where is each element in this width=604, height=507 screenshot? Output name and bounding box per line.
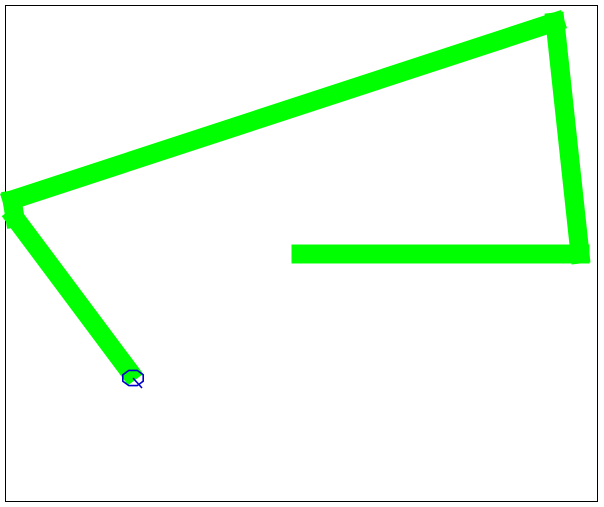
trail-segment — [0, 10, 567, 212]
trail-segment — [544, 11, 591, 265]
turtle-heading — [132, 377, 143, 389]
pen-trail — [0, 10, 591, 386]
trail-segment — [1, 204, 144, 386]
turtle-body — [122, 369, 144, 387]
turtle-cursor-icon — [122, 369, 144, 389]
